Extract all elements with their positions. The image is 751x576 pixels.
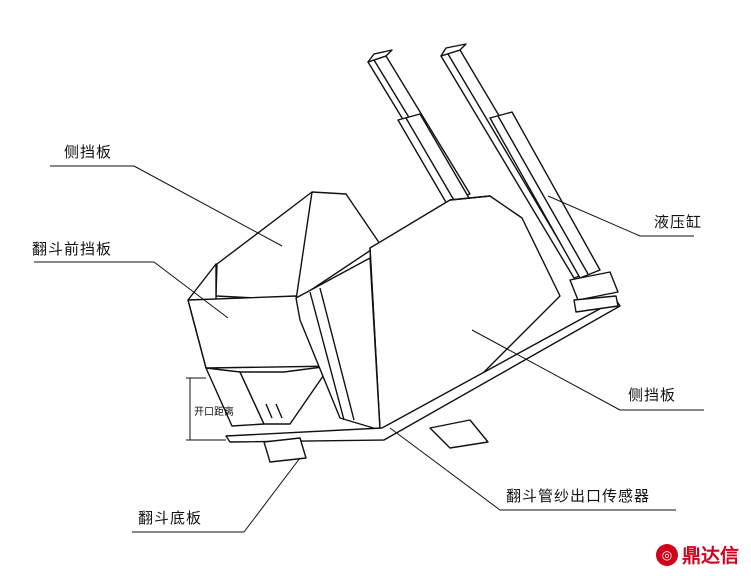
logo-mark-icon: ◎ [655,543,678,566]
logo-text: 鼎达信 [681,545,739,567]
label-front-plate: 翻斗前挡板 [32,240,113,258]
leader-bottom-plate [132,457,301,533]
leader-side-plate-right [471,329,704,411]
label-opening-distance: 开口距离 [194,407,234,418]
bottom-plate [225,295,621,463]
brand-logo: ◎ 鼎达信 [655,541,739,568]
opening-distance-marker [186,377,226,441]
leader-sensor [389,427,676,511]
label-bottom-plate: 翻斗底板 [138,509,203,527]
leader-front-plate [34,261,229,319]
bucket-left-frame [205,365,331,427]
leader-hydraulic-cylinder [547,195,694,237]
label-side-plate-right: 侧挡板 [628,386,677,404]
hydraulic-cylinder-right [440,43,619,301]
label-hydraulic-cylinder: 液压缸 [654,213,703,231]
label-sensor: 翻斗管纱出口传感器 [506,487,651,505]
label-side-plate-top: 侧挡板 [64,143,113,161]
side-plate-right-box [295,195,561,431]
leader-side-plate-top [50,165,283,247]
